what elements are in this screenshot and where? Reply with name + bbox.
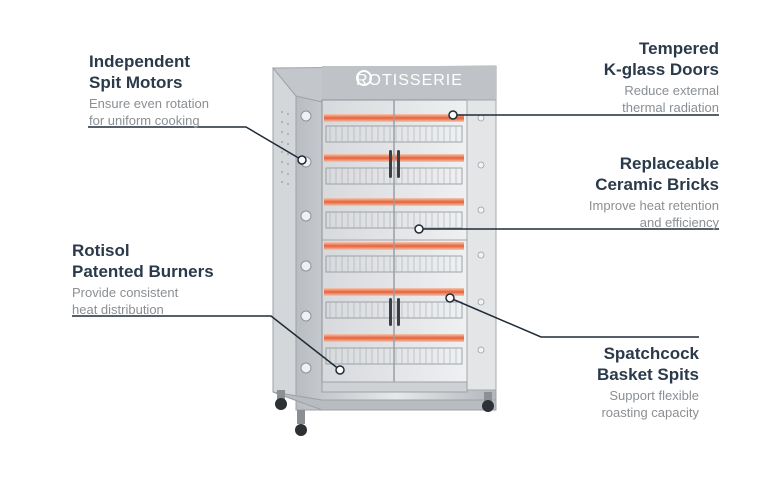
callout-spit-motors-title-2: Spit Motors [89,73,183,92]
callout-doors-desc-2: thermal radiation [622,100,719,115]
right-post-knobs [477,114,485,354]
callout-bricks-desc-1: Improve heat retention [588,198,719,213]
callout-bricks-title-1: Replaceable [619,154,719,173]
door-handle-left-lower[interactable] [389,298,392,326]
callout-burners: Rotisol Patented Burners Provide consist… [72,240,214,318]
callout-spits-title-1: Spatchcock [603,344,699,363]
leader-dots [297,110,458,375]
callout-spits-title-2: Basket Spits [596,365,699,384]
callout-spit-motors-title-1: Independent [89,52,191,71]
callout-burners-title-2: Patented Burners [72,262,214,281]
callout-spits: Spatchcock Basket Spits Support flexible… [597,343,699,421]
spit-motor-knobs [300,110,312,374]
callout-bricks: Replaceable Ceramic Bricks Improve heat … [589,153,719,231]
callout-doors-title-1: Tempered [639,39,719,58]
door-handle-right-lower[interactable] [397,298,400,326]
callout-spits-desc-2: roasting capacity [601,405,699,420]
callout-burners-desc-2: heat distribution [72,302,164,317]
door-handle-left-upper[interactable] [389,150,392,178]
callout-burners-title-1: Rotisol [72,241,130,260]
oven-base [272,381,497,411]
callout-doors-title-2: K-glass Doors [603,60,719,79]
callout-spit-motors-desc-1: Ensure even rotation [89,96,209,111]
brand-label: ROTISSERIE [356,72,463,89]
brand-logo-mark [356,70,372,86]
callout-spit-motors-desc-2: for uniform cooking [89,113,200,128]
caster-wheels [275,390,494,436]
callout-spits-desc-1: Support flexible [609,388,699,403]
callout-bricks-title-2: Ceramic Bricks [595,175,719,194]
leader-lines [72,114,719,371]
glass-doors [322,100,467,382]
callout-doors-desc-1: Reduce external [624,83,719,98]
door-handle-right-upper[interactable] [397,150,400,178]
callout-bricks-desc-2: and efficiency [639,215,719,230]
callout-spit-motors: Independent Spit Motors Ensure even rota… [89,51,209,129]
callout-burners-desc-1: Provide consistent [72,285,179,300]
callout-doors: Tempered K-glass Doors Reduce external t… [604,38,719,116]
